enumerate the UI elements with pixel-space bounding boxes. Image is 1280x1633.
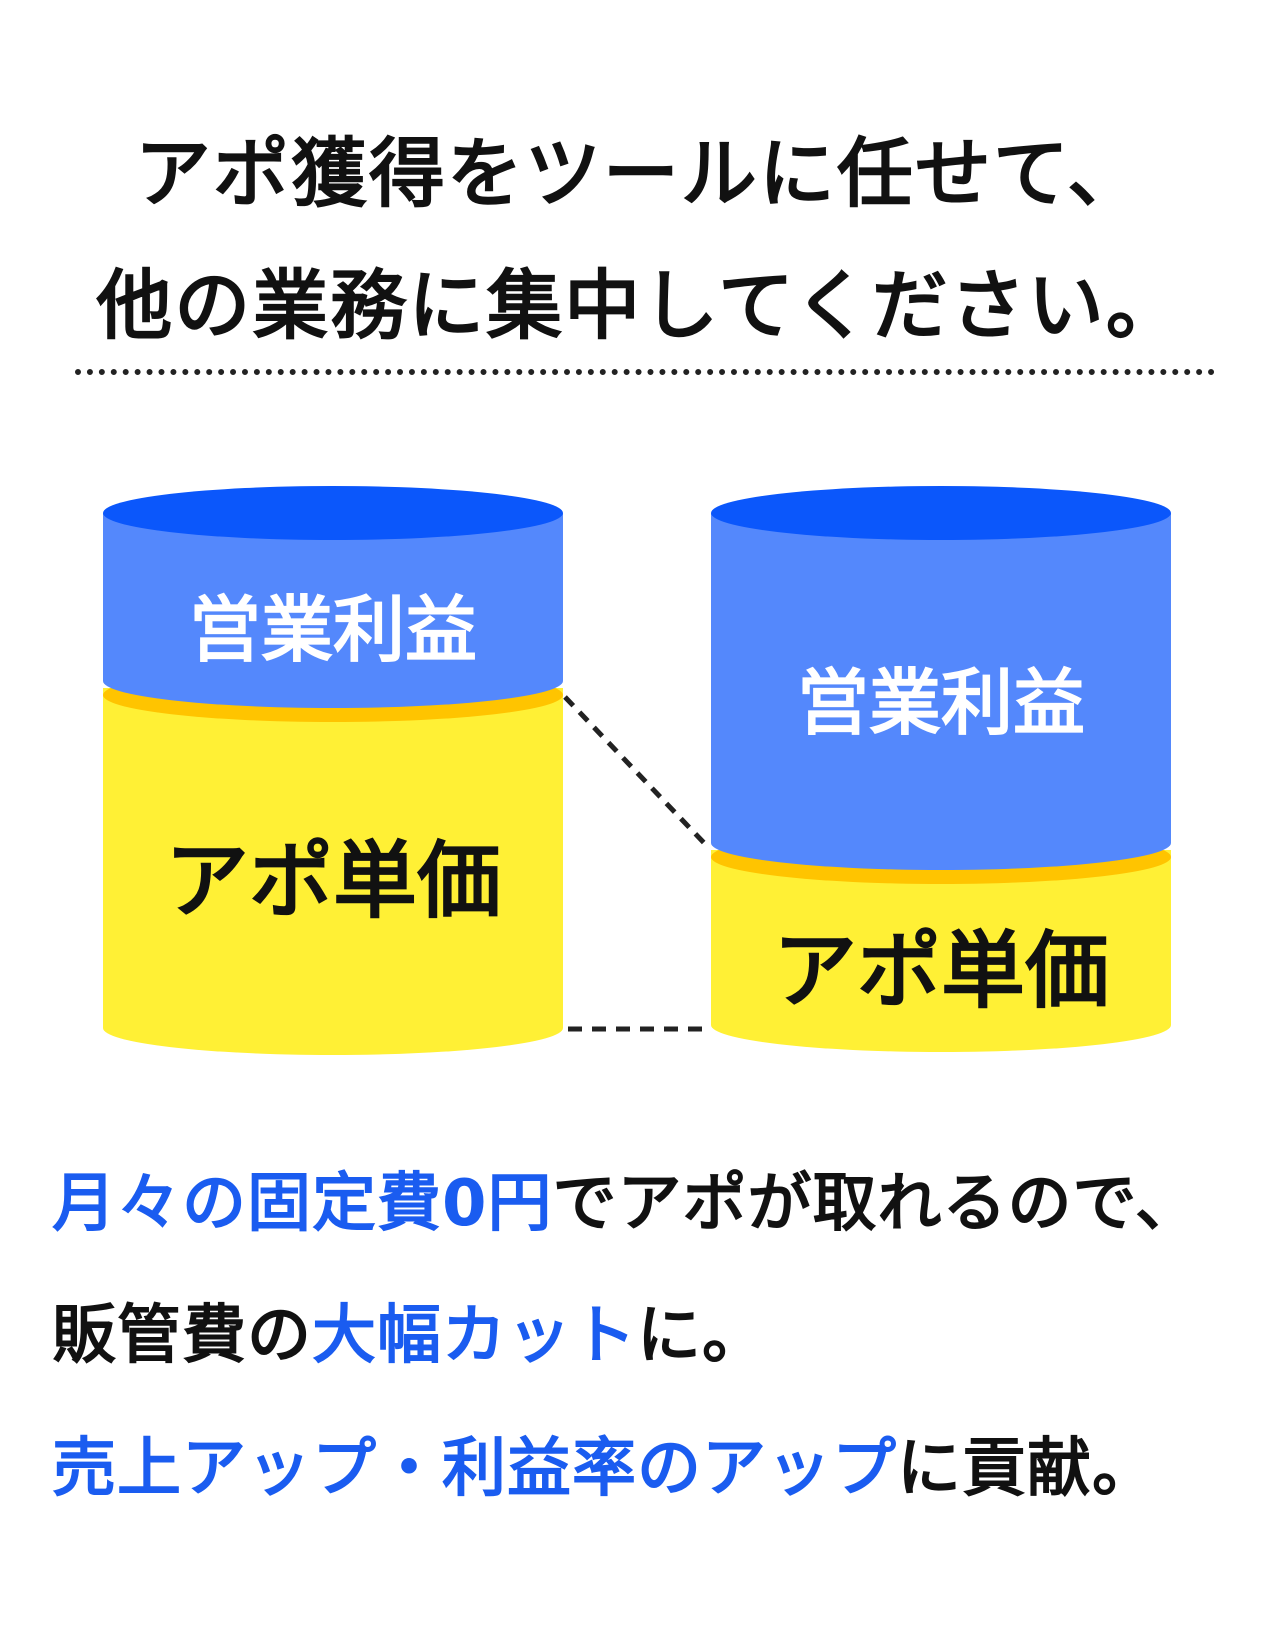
left-unit-price-label: アポ単価	[165, 832, 501, 930]
bottom-line-2-segment-2: 大幅カット	[312, 1299, 637, 1373]
bottom-line-2-segment-3: に。	[637, 1299, 767, 1373]
right-profit-label: 営業利益	[797, 661, 1085, 745]
right-cylinder: 営業利益 アポ単価	[711, 486, 1171, 1052]
diagonal-connector-line	[563, 695, 709, 848]
headline-line-2: 他の業務に集中してください。	[96, 261, 1184, 350]
headline-line-1: アポ獲得をツールに任せて、	[134, 129, 1146, 218]
left-cylinder: 営業利益 アポ単価	[103, 486, 563, 1055]
bottom-line-3-segment-1: 売上アップ・利益率のアップ	[52, 1432, 897, 1506]
right-cylinder-yellow-body	[711, 850, 1171, 1052]
bottom-text-line-2: 販管費の大幅カットに。	[52, 1304, 767, 1368]
bottom-line-2-segment-1: 販管費の	[52, 1299, 312, 1373]
bottom-line-1-segment-1: 月々の固定費0円	[52, 1167, 553, 1241]
left-cylinder-yellow-body	[103, 688, 563, 1055]
right-unit-price-label: アポ単価	[773, 922, 1109, 1020]
bottom-line-3-segment-2: に貢献。	[897, 1432, 1157, 1506]
left-cylinder-blue-top	[103, 486, 563, 540]
right-cylinder-blue-top	[711, 486, 1171, 540]
dotted-divider	[75, 369, 1215, 375]
bottom-text-line-1: 月々の固定費0円でアポが取れるので、	[52, 1172, 1200, 1236]
left-cylinder-blue-body	[103, 513, 563, 708]
right-cylinder-blue-body	[711, 513, 1171, 870]
left-profit-label: 営業利益	[189, 588, 477, 672]
bottom-text-line-3: 売上アップ・利益率のアップに貢献。	[52, 1437, 1157, 1501]
bottom-line-1-segment-2: でアポが取れるので、	[552, 1167, 1200, 1241]
